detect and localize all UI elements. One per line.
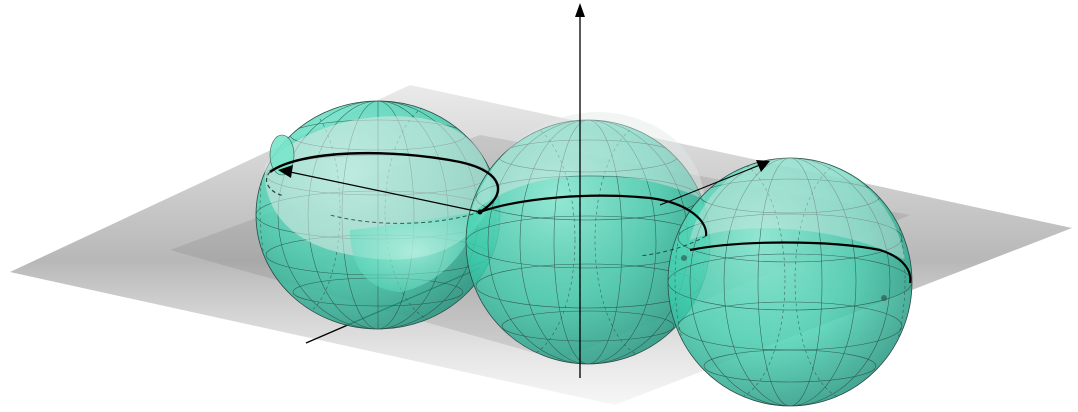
helix-point-center	[477, 209, 483, 215]
left-sphere-inner-surface	[350, 212, 480, 292]
right-arrow-vector	[659, 160, 770, 206]
left-arrow-vector	[278, 165, 481, 213]
right-sphere	[667, 157, 913, 407]
middle-sphere	[465, 112, 711, 365]
helix-curve	[265, 151, 912, 284]
left-sphere	[255, 100, 501, 330]
